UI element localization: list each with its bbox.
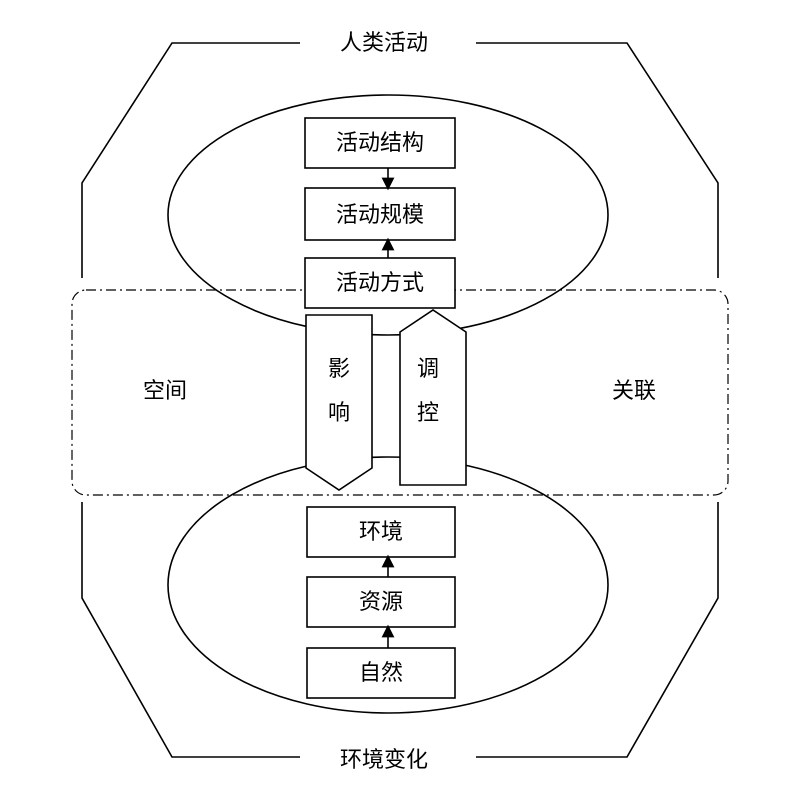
- nature-label: 自然: [359, 661, 403, 686]
- human-activity-stack: 活动结构 活动规模 活动方式: [304, 117, 456, 309]
- control-char-1: 调: [417, 357, 439, 382]
- activity-structure-box: [304, 117, 456, 169]
- association-label: 关联: [612, 379, 656, 404]
- environment-box: [306, 506, 456, 558]
- environment-stack: 环境 资源 自然: [306, 506, 456, 699]
- resource-label: 资源: [359, 590, 403, 615]
- nature-box: [306, 647, 456, 699]
- control-arrow: 调 控: [399, 309, 467, 486]
- space-label: 空间: [143, 379, 187, 404]
- influence-char-1: 影: [328, 357, 350, 382]
- influence-char-2: 响: [328, 401, 350, 426]
- environment-change-ellipse: [167, 456, 609, 714]
- activity-mode-label: 活动方式: [336, 271, 424, 296]
- human-activity-ellipse: [167, 94, 609, 336]
- human-activity-title: 人类活动: [340, 31, 428, 56]
- activity-scale-box: [304, 187, 456, 241]
- activity-mode-box: [304, 257, 456, 309]
- outer-frame: [81, 42, 719, 758]
- activity-structure-label: 活动结构: [336, 131, 424, 156]
- activity-scale-label: 活动规模: [336, 203, 424, 228]
- influence-arrow: 影 响: [305, 314, 373, 491]
- environment-label: 环境: [359, 520, 403, 545]
- control-char-2: 控: [417, 401, 439, 426]
- environment-change-title: 环境变化: [340, 748, 428, 773]
- resource-box: [306, 576, 456, 628]
